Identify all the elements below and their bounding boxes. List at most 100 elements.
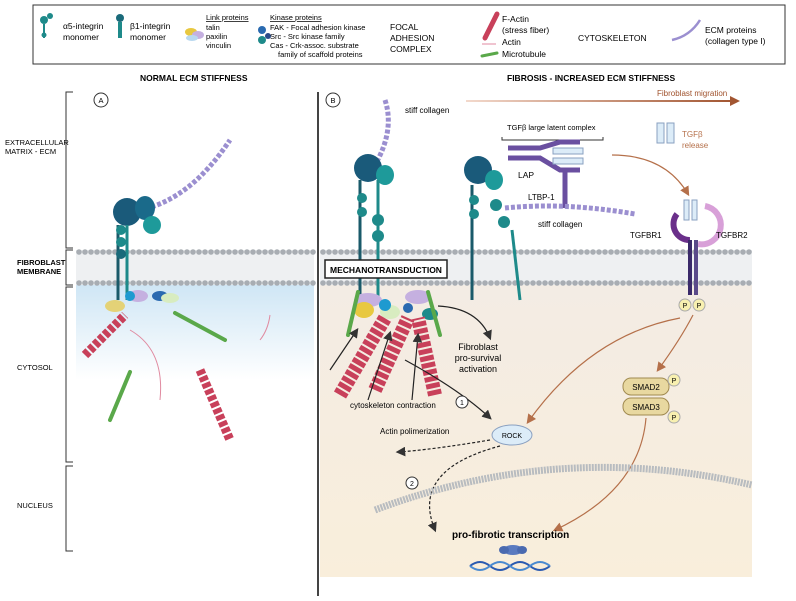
factin-fiber-a1	[81, 311, 129, 359]
membrane-a	[76, 249, 316, 286]
lipid-head	[422, 249, 428, 255]
lipid-head	[716, 249, 722, 255]
migration-arrow	[466, 96, 740, 106]
legend-kinase-fak: FAK - Focal adhesion kinase	[270, 23, 365, 32]
lipid-head	[620, 280, 626, 286]
lipid-head	[238, 280, 244, 286]
lipid-head	[232, 280, 238, 286]
lipid-head	[178, 280, 184, 286]
tgfb-to-smad-arrow	[656, 314, 694, 372]
lipid-head	[560, 280, 566, 286]
lipid-head	[746, 280, 752, 286]
lipid-head	[710, 249, 716, 255]
lipid-head	[130, 280, 136, 286]
normal-panel-title: NORMAL ECM STIFFNESS	[140, 73, 248, 83]
rock-node	[491, 424, 533, 446]
lipid-head	[392, 280, 398, 286]
lipid-head	[680, 280, 686, 286]
lipid-head	[184, 280, 190, 286]
pro-survival-arrow	[437, 305, 492, 341]
legend-link-title: Link proteins	[206, 13, 249, 22]
tgfb-latent-label: TGFβ large latent complex	[507, 123, 596, 132]
lipid-head	[452, 249, 458, 255]
cytosol-label: CYTOSOL	[17, 363, 53, 372]
lipid-head	[350, 280, 356, 286]
lipid-head	[440, 249, 446, 255]
lipid-head	[380, 280, 386, 286]
microtubule-a1	[173, 311, 227, 342]
lipid-head	[494, 280, 500, 286]
lipid-head	[268, 280, 274, 286]
lipid-head	[434, 280, 440, 286]
lipid-head	[298, 249, 304, 255]
tgfbr-receptor	[670, 199, 724, 295]
lipid-head	[620, 249, 626, 255]
lipid-head	[404, 280, 410, 286]
lipid-head	[256, 280, 262, 286]
pro-fibrotic-label: pro-fibrotic transcription	[452, 530, 569, 541]
membrane-label-line2: MEMBRANE	[17, 267, 61, 276]
lipid-head	[578, 280, 584, 286]
lipid-head	[106, 249, 112, 255]
lipid-head	[566, 249, 572, 255]
integrin-complex-a	[113, 196, 161, 300]
rock-label: ROCK	[502, 433, 523, 440]
lipid-head	[428, 280, 434, 286]
factin-fiber-a2	[195, 368, 235, 442]
dna-icon-strand2	[469, 561, 551, 571]
lipid-head	[728, 249, 734, 255]
lipid-head	[584, 249, 590, 255]
lipid-head	[344, 249, 350, 255]
collagen-fiber-a	[139, 138, 233, 213]
lipid-head	[608, 249, 614, 255]
lipid-head	[668, 249, 674, 255]
lipid-head	[602, 249, 608, 255]
step-2-label: 2	[410, 481, 414, 488]
lipid-head	[662, 249, 668, 255]
lipid-head	[244, 249, 250, 255]
step-1-label: 1	[460, 400, 464, 407]
lipid-head	[458, 280, 464, 286]
lipid-head	[740, 280, 746, 286]
panel-a-badge	[93, 92, 109, 108]
collagen-icon	[671, 19, 702, 42]
cytosol-a-background	[76, 285, 314, 380]
mechanotransduction-label: MECHANOTRANSDUCTION	[330, 265, 442, 275]
lipid-head	[338, 280, 344, 286]
ecm-label-line1: EXTRACELLULAR	[5, 138, 69, 147]
lipid-head	[208, 249, 214, 255]
lipid-head	[740, 249, 746, 255]
lipid-head	[238, 249, 244, 255]
lipid-head	[362, 249, 368, 255]
lipid-head	[112, 280, 118, 286]
lipid-head	[190, 280, 196, 286]
lipid-head	[464, 249, 470, 255]
smad3-label: SMAD3	[632, 403, 660, 412]
focal-adhesion-complex-b	[354, 290, 438, 320]
lipid-head	[298, 280, 304, 286]
legend-factin-line1: F-Actin	[502, 14, 529, 24]
lipid-head	[106, 280, 112, 286]
lipid-head	[172, 280, 178, 286]
nuclear-membrane	[373, 463, 753, 514]
lipid-head	[422, 280, 428, 286]
lipid-head	[268, 249, 274, 255]
smad-complex	[622, 377, 670, 416]
legend-ecm-line1: ECM proteins	[705, 25, 757, 35]
lipid-head	[82, 280, 88, 286]
lipid-head	[368, 280, 374, 286]
lipid-head	[386, 280, 392, 286]
lipid-head	[722, 249, 728, 255]
legend-cytoskeleton: CYTOSKELETON	[578, 33, 647, 43]
link-proteins-icon	[185, 28, 204, 41]
lipid-head	[398, 280, 404, 286]
lipid-head	[656, 280, 662, 286]
lipid-head	[250, 280, 256, 286]
lipid-head	[214, 249, 220, 255]
tgfb-release-line2: release	[682, 141, 709, 150]
integrin-complex-b2	[464, 156, 522, 301]
legend-a5-line2: monomer	[63, 32, 99, 42]
lipid-head	[410, 280, 416, 286]
lipid-head	[674, 280, 680, 286]
lipid-head	[256, 249, 262, 255]
